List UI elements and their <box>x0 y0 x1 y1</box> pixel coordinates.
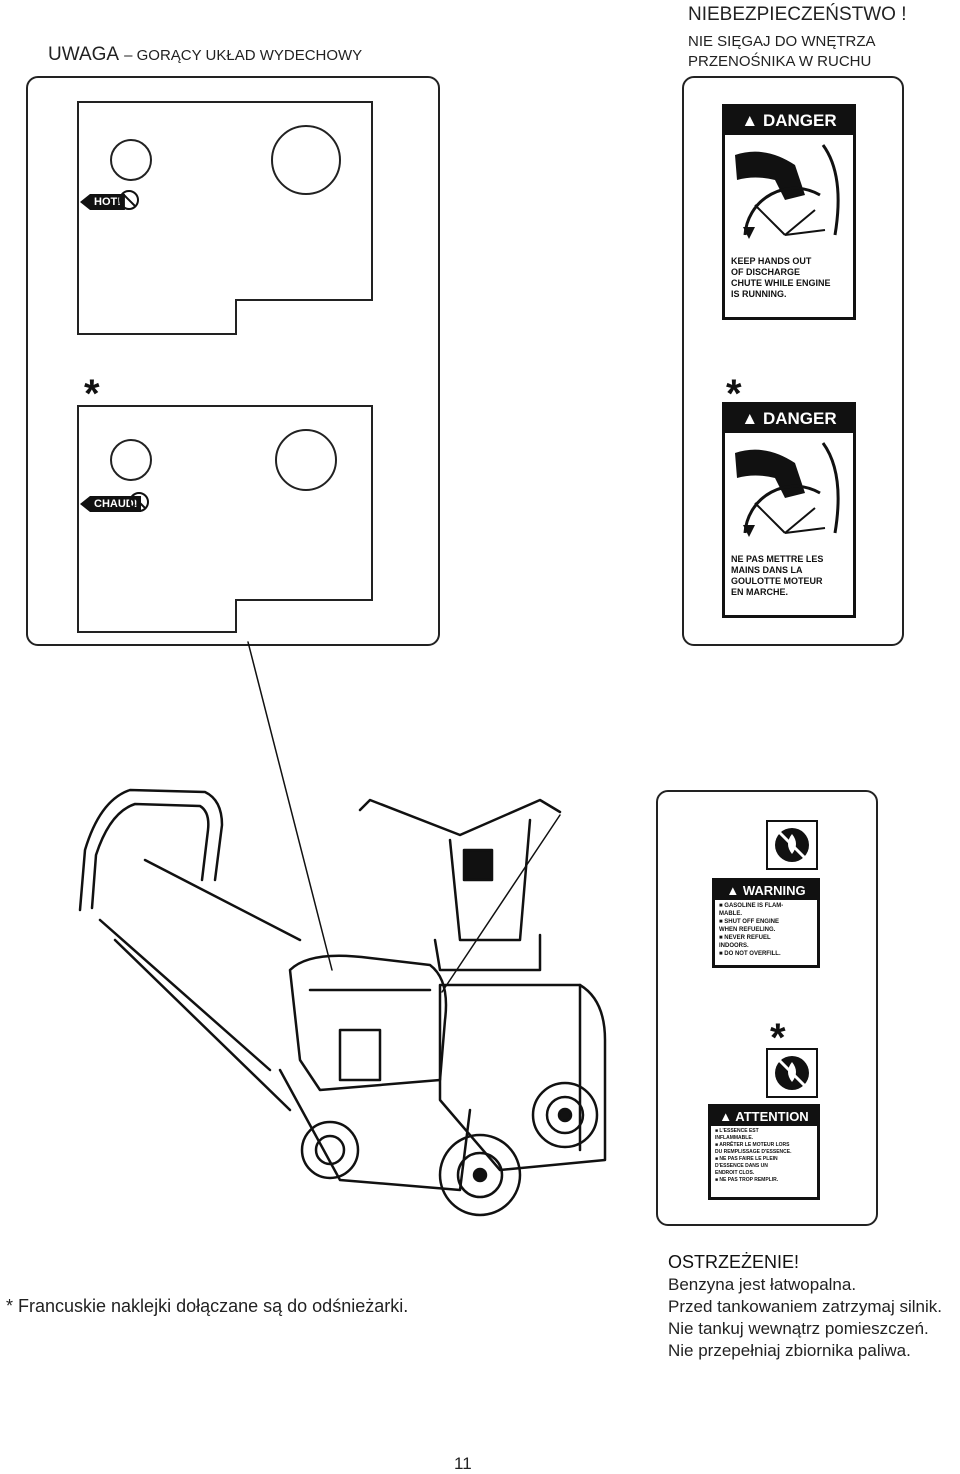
bolt-hole-icon <box>110 139 152 181</box>
hot-sticker-en-outline <box>77 101 373 335</box>
no-flame-icon <box>766 820 818 870</box>
hot-sticker-fr-outline <box>77 405 373 633</box>
ostrzezenie-line: Nie przepełniaj zbiornika paliwa. <box>668 1341 911 1360</box>
asterisk-mark: * <box>84 372 100 416</box>
hot-exhaust-caption: UWAGA – GORĄCY UKŁAD WYDECHOWY <box>48 44 362 66</box>
bolt-hole-icon <box>110 439 152 481</box>
caption-hot-exhaust: – GORĄCY UKŁAD WYDECHOWY <box>124 47 363 64</box>
warning-decal-en: ▲ WARNING ■ GASOLINE IS FLAM- MABLE. ■ S… <box>712 878 820 968</box>
warning-text: ■ GASOLINE IS FLAM- MABLE. ■ SHUT OFF EN… <box>719 903 784 957</box>
chaud-badge: CHAUD! <box>80 496 142 512</box>
danger-caption-line1: NIE SIĘGAJ DO WNĘTRZA <box>688 33 876 50</box>
danger-caption-title: NIEBEZPIECZEŃSTWO ! <box>688 4 907 25</box>
leader-line <box>441 814 561 993</box>
ostrzezenie-line: Przed tankowaniem zatrzymaj silnik. <box>668 1297 942 1316</box>
attention-decal-fr: ▲ ATTENTION ■ L'ESSENCE EST INFLAMMABLE.… <box>708 1104 820 1200</box>
danger-caption-line2: PRZENOŚNIKA W RUCHU <box>688 53 872 70</box>
caption-uwaga: UWAGA <box>48 44 120 65</box>
ostrzezenie-line: Nie tankuj wewnątrz pomieszczeń. <box>668 1319 929 1338</box>
danger-decal-fr: ▲ DANGER NE PAS METTRE LES MAINS DANS LA… <box>722 402 856 618</box>
bolt-hole-icon <box>275 429 337 491</box>
page-number: 11 <box>454 1454 472 1473</box>
french-decals-note: * Francuskie naklejki dołączane są do od… <box>6 1296 409 1316</box>
hand-in-chute-icon <box>735 144 840 239</box>
no-touch-icon <box>119 190 139 210</box>
no-touch-icon <box>129 492 149 512</box>
danger-text: NE PAS METTRE LES MAINS DANS LA GOULOTTE… <box>731 554 824 597</box>
hot-badge: HOT! <box>80 194 125 210</box>
warning-header: ▲ WARNING <box>715 881 817 900</box>
bolt-hole-icon <box>271 125 341 195</box>
snowblower-illustration <box>78 641 607 1217</box>
ostrzezenie-title: OSTRZEŻENIE! <box>668 1252 800 1272</box>
hand-in-chute-icon <box>735 442 840 537</box>
ostrzezenie-line: Benzyna jest łatwopalna. <box>668 1275 857 1294</box>
danger-header: ▲ DANGER <box>725 107 853 135</box>
attention-header: ▲ ATTENTION <box>711 1107 817 1126</box>
no-flame-icon <box>766 1048 818 1098</box>
leader-line <box>247 641 333 971</box>
danger-text: KEEP HANDS OUT OF DISCHARGE CHUTE WHILE … <box>731 256 831 299</box>
danger-decal-en: ▲ DANGER KEEP HANDS OUT OF DISCHARGE CHU… <box>722 104 856 320</box>
danger-header: ▲ DANGER <box>725 405 853 433</box>
attention-text: ■ L'ESSENCE EST INFLAMMABLE. ■ ARRÊTER L… <box>715 1128 792 1183</box>
